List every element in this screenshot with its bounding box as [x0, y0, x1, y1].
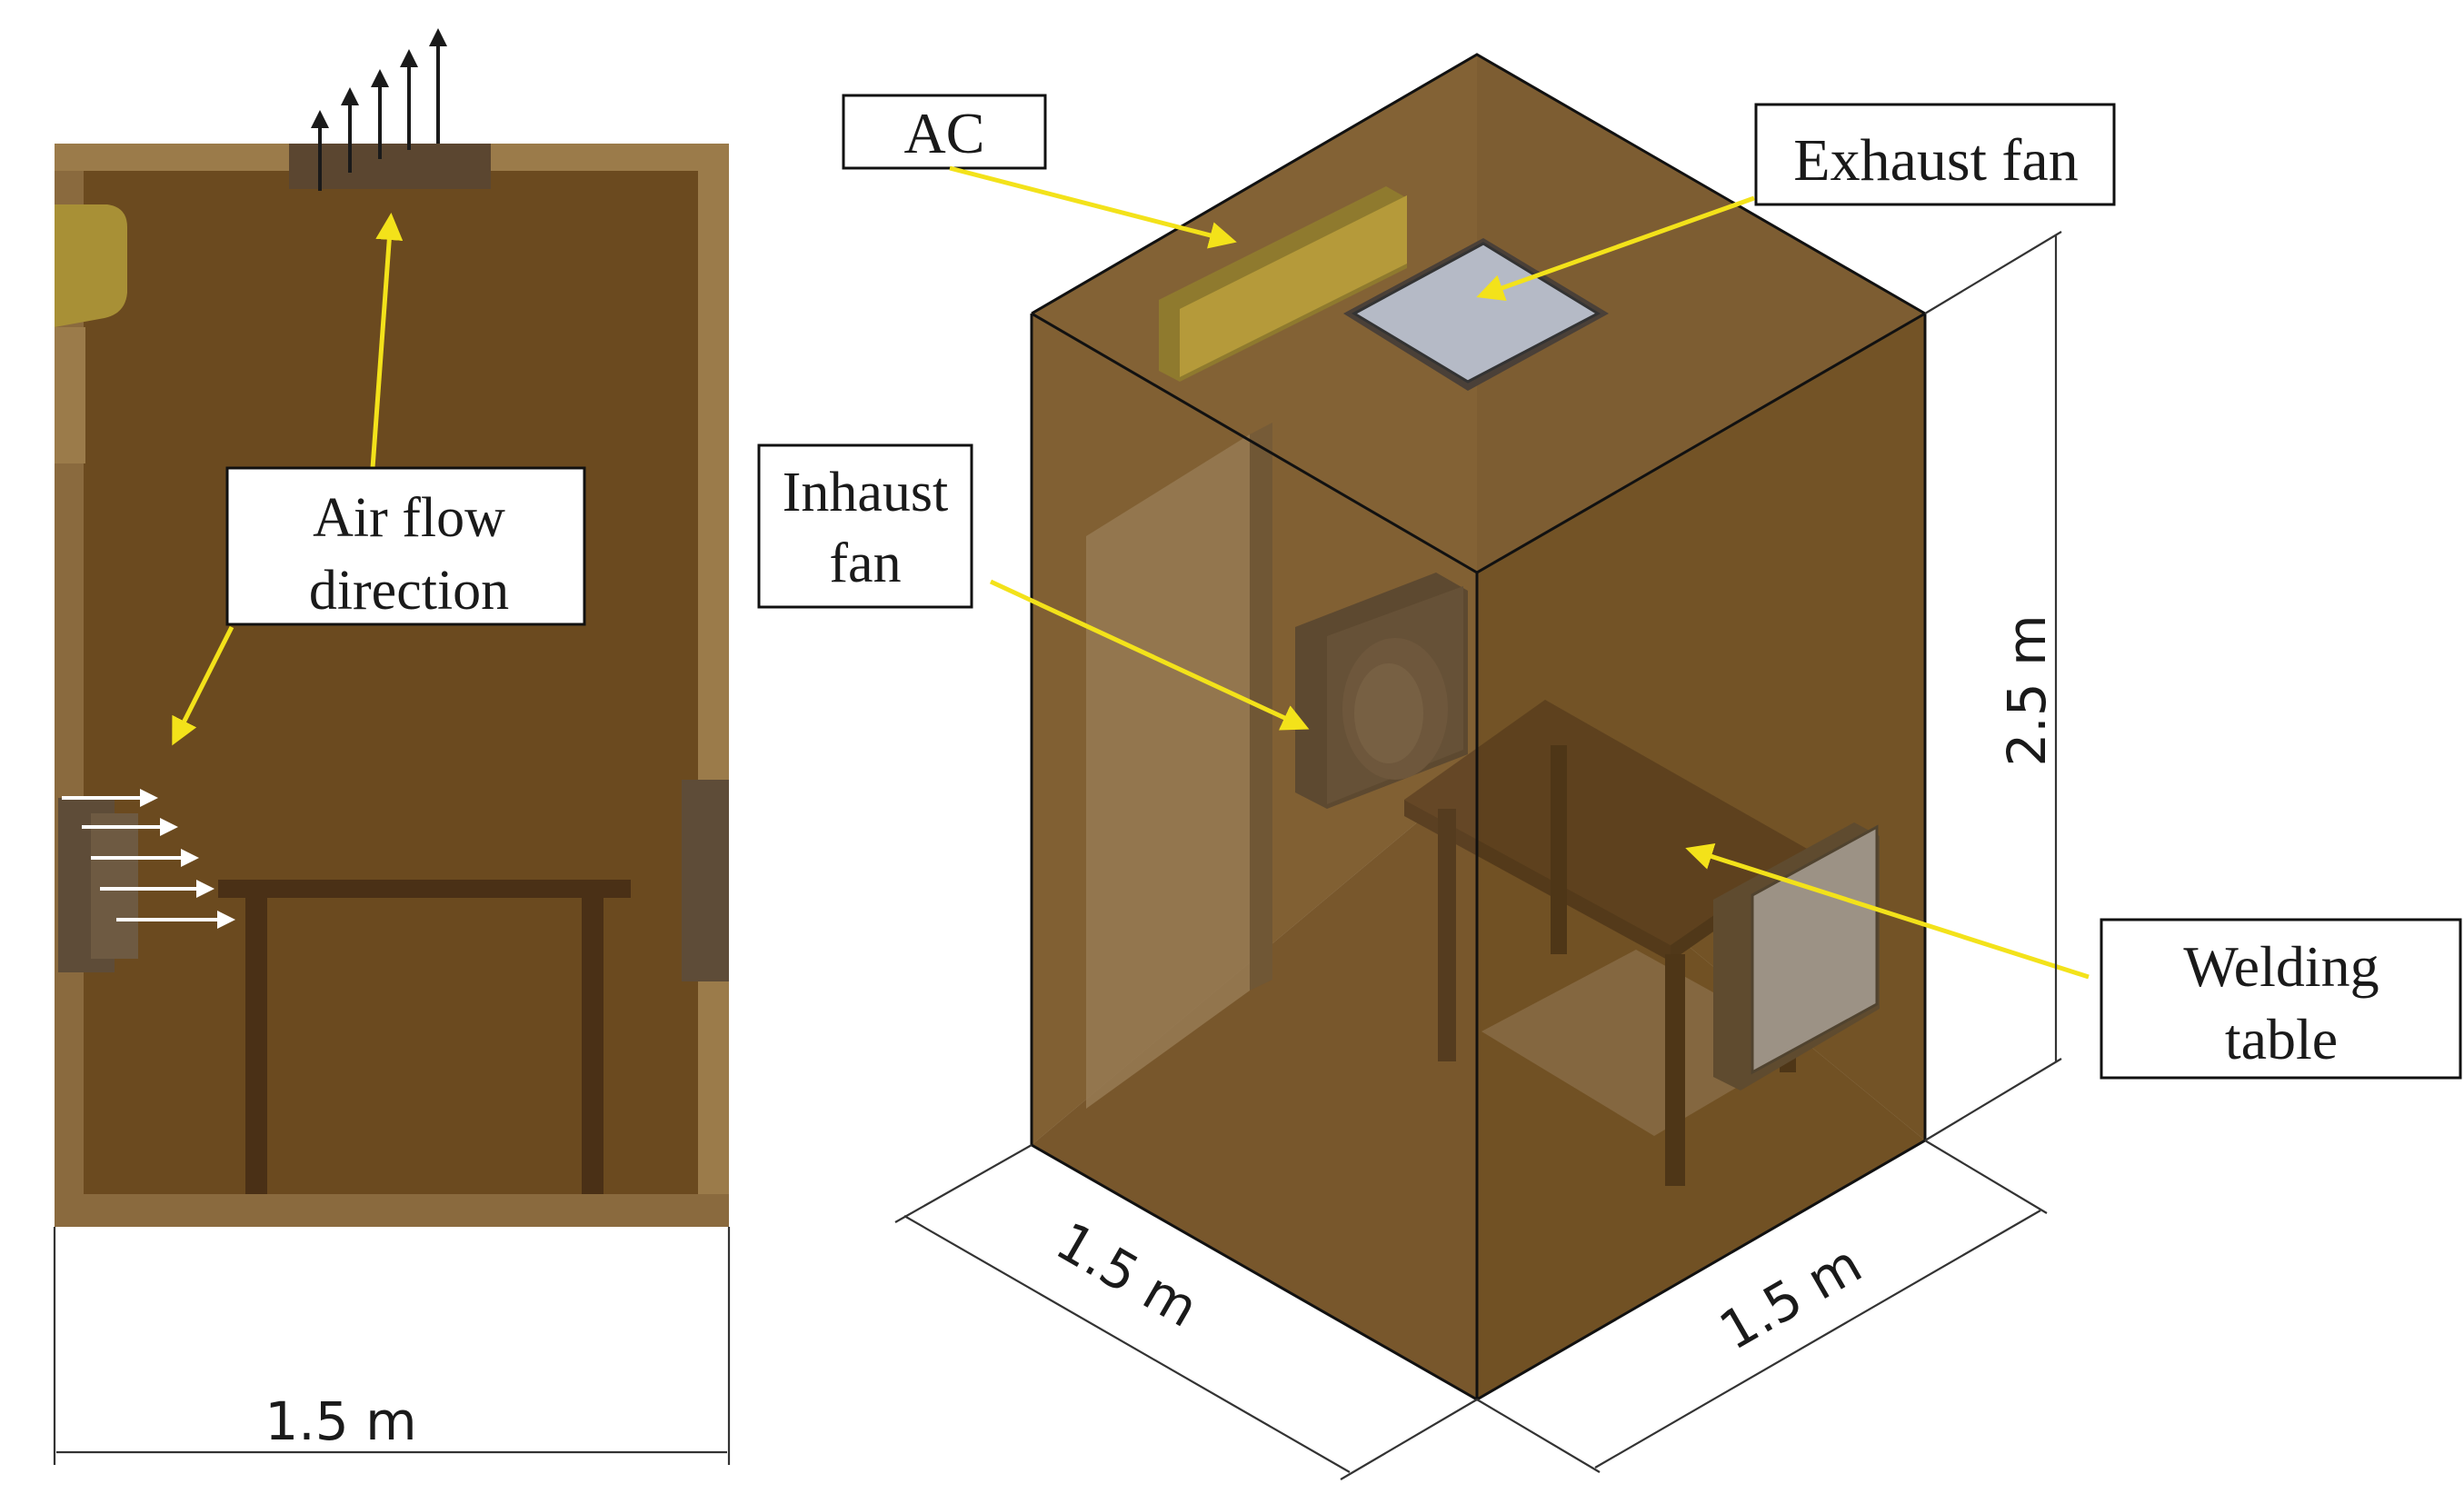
iso-window [1086, 434, 1250, 1109]
iso-side-fan [1713, 822, 1880, 1091]
ac-label: AC [904, 101, 985, 165]
iso-height-label: 2.5 m [1996, 614, 2058, 766]
inhaust-fan-callout: Inhaust fan [757, 443, 1310, 731]
welding-label-line2: table [2225, 1007, 2338, 1071]
iso-inhaust-fan [1295, 573, 1468, 809]
welding-label-line1: Welding [2183, 934, 2379, 999]
plan-ac-unit [55, 204, 127, 327]
plan-side-window [682, 780, 729, 981]
iso-height-dimension: 2.5 m [1924, 231, 2062, 1141]
exhaust-fan-label: Exhaust fan [1793, 127, 2078, 194]
air-flow-label-line1: Air flow [313, 487, 505, 549]
iso-exhaust-fan [1343, 238, 1609, 391]
inhaust-label-line2: fan [829, 533, 901, 594]
inlet-airflow-arrows [62, 789, 235, 929]
plan-floor [84, 171, 698, 1194]
plan-exhaust-fan [289, 144, 491, 189]
isometric-view: AC Exhaust fan Inhaust fan Welding table… [757, 53, 2462, 1480]
exhaust-fan-callout: Exhaust fan [1476, 103, 2116, 302]
plan-view: Air flow direction 1.5 m [53, 28, 731, 1465]
ac-callout: AC [842, 94, 1237, 249]
inhaust-label-line1: Inhaust [783, 462, 949, 523]
plan-width-dimension: 1.5 m [53, 1227, 731, 1465]
exhaust-airflow-arrows [311, 28, 447, 191]
iso-ac-unit [1159, 186, 1407, 382]
airflow-pointer-down [172, 625, 234, 746]
plan-width-label: 1.5 m [264, 1390, 416, 1452]
air-flow-direction-label: Air flow direction [225, 466, 586, 626]
plan-welding-table [218, 880, 631, 1194]
air-flow-label-line2: direction [309, 560, 509, 622]
welding-table-callout: Welding table [1685, 843, 2462, 1080]
iso-front-left-wall [1032, 314, 1477, 1399]
airflow-pointer-up [370, 213, 404, 469]
